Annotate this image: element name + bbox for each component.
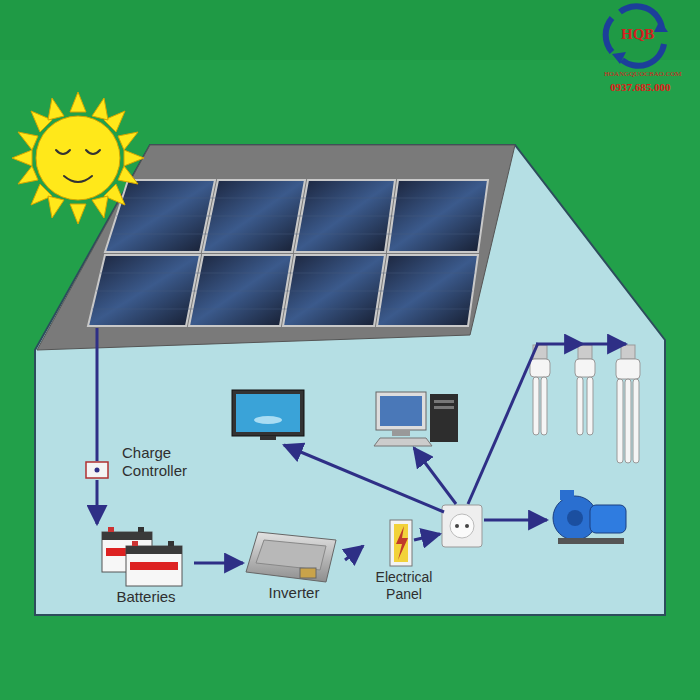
house — [35, 145, 665, 615]
inverter: Inverter — [243, 526, 345, 602]
controller-dot — [95, 468, 100, 473]
appliance-wires — [284, 343, 626, 540]
power-connector — [194, 562, 243, 565]
tv-icon — [232, 390, 304, 440]
phone-number: 0937.685.000 — [610, 81, 671, 93]
website: HOANGQUOCBAO.COM — [604, 70, 682, 78]
power-connector — [96, 480, 99, 524]
power-connector — [345, 546, 363, 560]
panel-icon — [390, 520, 412, 566]
component-label: Batteries — [98, 588, 194, 606]
panel-grid — [92, 198, 485, 309]
component-label: Inverter — [243, 584, 345, 602]
computer-icon — [374, 392, 458, 446]
pump-icon — [553, 490, 626, 544]
controller-box — [86, 462, 108, 478]
component-label: Electrical Panel — [363, 569, 445, 603]
electrical-panel: Electrical Panel — [363, 516, 445, 603]
outlet — [442, 505, 482, 547]
logo-letters: HQB — [621, 26, 654, 43]
solar-panels — [88, 180, 488, 326]
batteries: Batteries — [98, 524, 194, 606]
sun-face — [56, 150, 100, 182]
component-label: Charge Controller — [122, 444, 212, 480]
solar-wire — [96, 328, 99, 461]
charge-controller: Charge Controller — [84, 444, 212, 480]
logo — [606, 6, 668, 66]
bulb-icons — [530, 345, 640, 463]
top-band — [0, 0, 700, 60]
inverter-icon — [246, 532, 336, 582]
battery-icon — [102, 527, 182, 586]
sun — [12, 92, 144, 224]
